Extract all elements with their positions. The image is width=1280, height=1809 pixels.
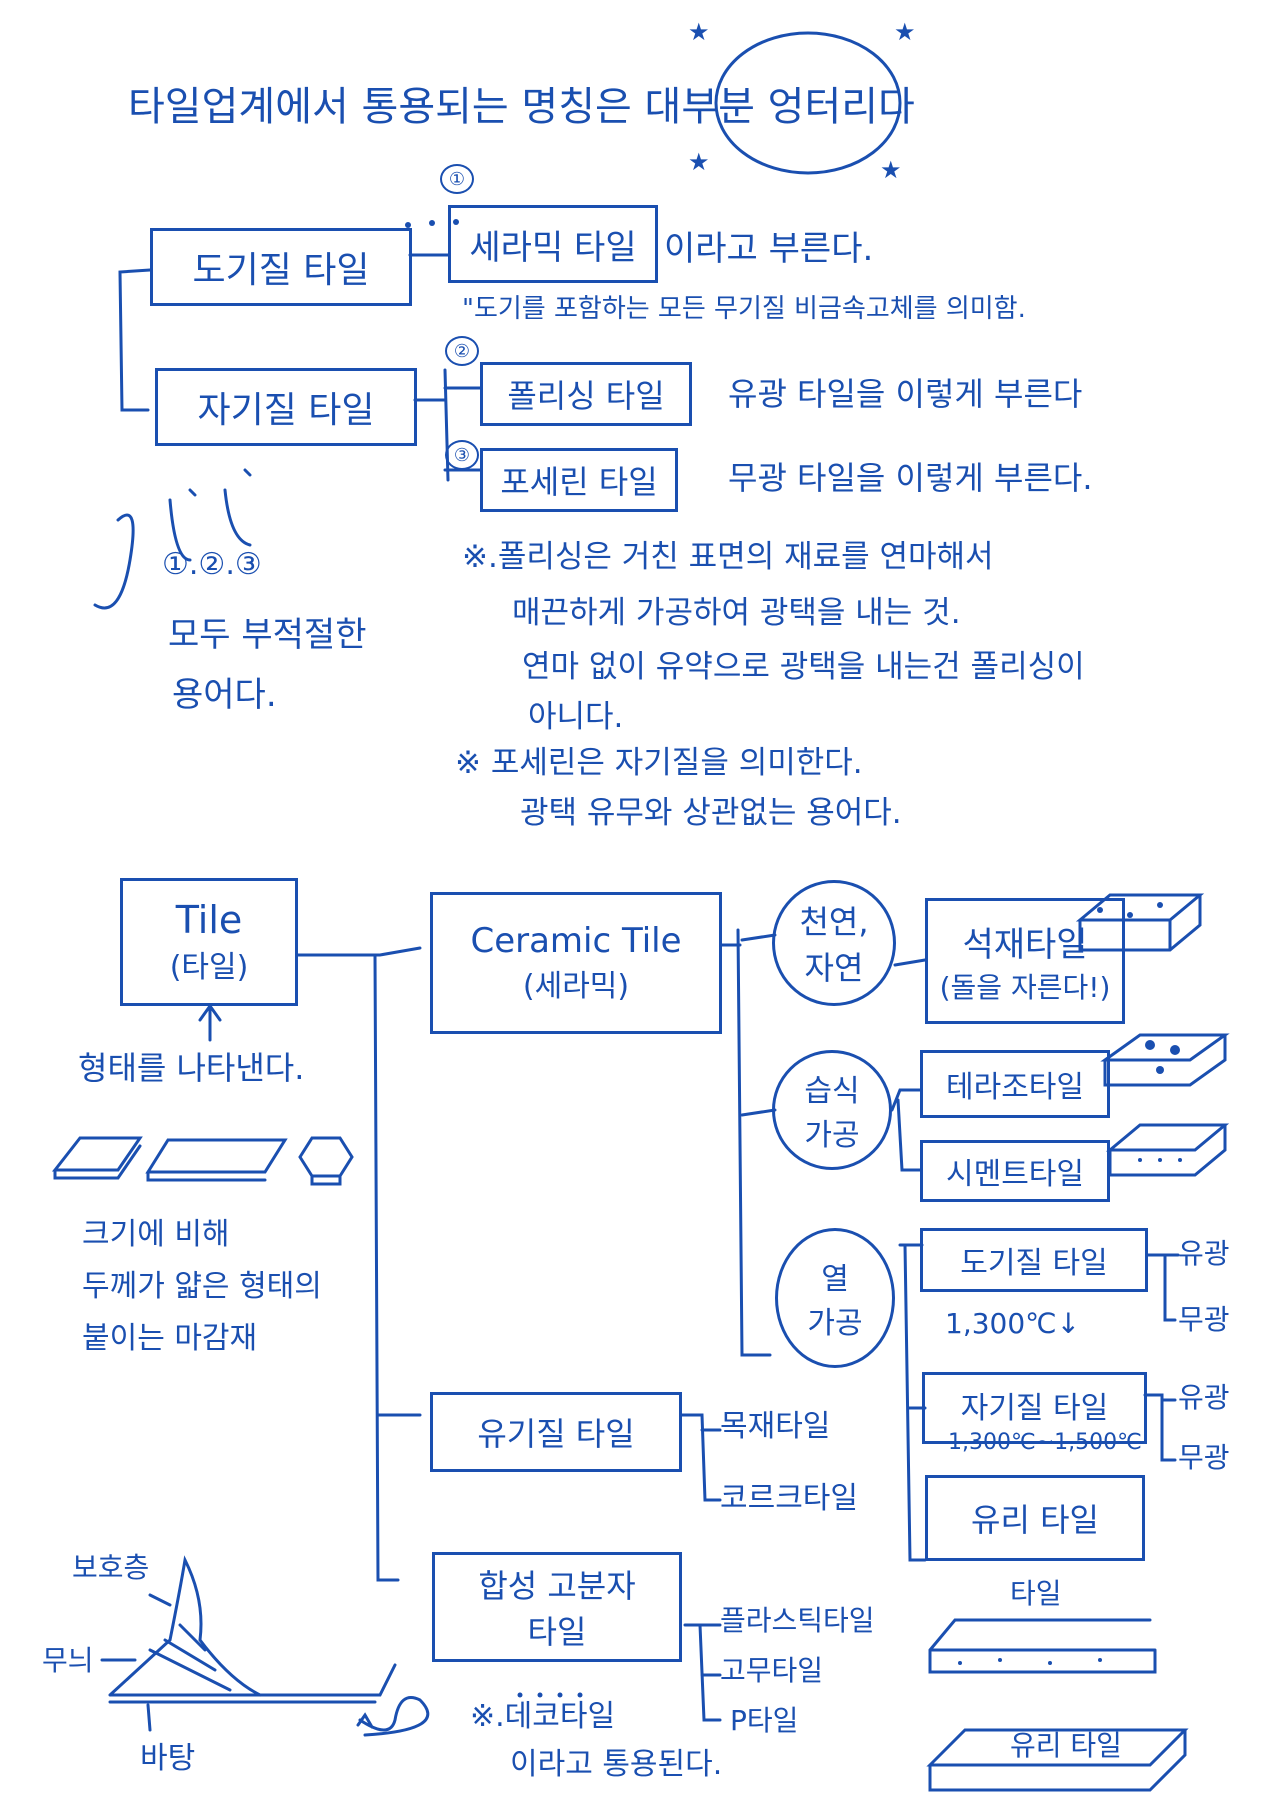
porcelain-explanation: ※ 포세린은 자기질을 의미한다.: [455, 745, 863, 781]
terrazzo-sketch: [1100, 1033, 1230, 1087]
to-wet: [740, 1108, 777, 1117]
glass-tile-box: 유리 타일: [925, 1475, 1145, 1561]
ceramic-suffix: 이라고 부른다.: [664, 229, 874, 269]
doki-tile-box: 도기질 타일: [920, 1228, 1148, 1292]
sample-glass-label: 유리 타일: [1010, 1729, 1122, 1762]
layer-base-label: 바탕: [140, 1741, 196, 1776]
jaki-bracket2: [1143, 1393, 1177, 1462]
layer-pattern-label: 무늬: [42, 1644, 94, 1677]
side-note-line: 용어다.: [172, 675, 277, 715]
square-shape: [51, 1136, 143, 1180]
hex-shape: [298, 1136, 354, 1186]
to-natural: [740, 933, 777, 942]
ceramic-tile-box: 세라믹 타일: [448, 205, 658, 283]
doki-bracket: [1146, 1253, 1180, 1322]
curl-arrow: [356, 1696, 430, 1737]
doki-box: 도기질 타일: [150, 228, 412, 306]
matte-label: 무광: [1178, 1303, 1230, 1336]
jaki-bracket: [413, 368, 482, 482]
star-icon: ★: [688, 148, 710, 176]
natural-to-stone: [893, 958, 927, 967]
ceramic-trunk: [736, 928, 772, 1357]
doki-temperature: 1,300℃↓: [945, 1307, 1081, 1340]
plastic-tile-label: 플라스틱타일: [720, 1604, 875, 1637]
tile-root-box: Tile (타일): [120, 878, 298, 1006]
matte-label: 무광: [1178, 1441, 1230, 1474]
terrazzo-tile-box: 테라조타일: [920, 1050, 1110, 1118]
deco-tile-note: 이라고 통용된다.: [510, 1747, 723, 1782]
polishing-note: 유광 타일을 이렇게 부른다: [728, 375, 1083, 413]
tile-definition: 붙이는 마감재: [82, 1321, 258, 1356]
cork-tile-label: 코르크타일: [720, 1481, 858, 1516]
porcelain-explanation: 광택 유무와 상관없는 용어다.: [520, 795, 902, 831]
jaki-box: 자기질 타일: [155, 368, 417, 446]
tile-to-ceramic: [295, 946, 422, 957]
ceramic-tile-category: Ceramic Tile (세라믹): [430, 892, 722, 1034]
scribble: [93, 468, 252, 610]
sample-glass-sketch: [926, 1728, 1189, 1792]
wood-tile-label: 목재타일: [720, 1409, 831, 1444]
page-title: 타일업계에서 통용되는 명칭은 대부분 엉터리다: [128, 84, 915, 130]
top-bracket: [118, 268, 152, 412]
deco-tile-note: ※.데코타일: [470, 1699, 616, 1734]
gloss-label: 유광: [1178, 1237, 1230, 1270]
cement-sketch: [1105, 1123, 1230, 1177]
organic-bracket: [680, 1413, 722, 1502]
polishing-explanation: 연마 없이 유약으로 광택을 내는건 폴리싱이: [522, 649, 1085, 685]
cement-tile-box: 시멘트타일: [920, 1140, 1110, 1202]
porcelain-note: 무광 타일을 이렇게 부른다.: [728, 459, 1093, 497]
gloss-label: 유광: [1178, 1381, 1230, 1414]
polishing-explanation: ※.폴리싱은 거친 표면의 재료를 연마해서: [462, 539, 994, 575]
form-note: 형태를 나타낸다.: [78, 1049, 305, 1087]
sample-tile-sketch: [928, 1618, 1157, 1674]
main-trunk: [373, 953, 400, 1582]
polishing-tile-box: 폴리싱 타일: [480, 362, 692, 426]
jaki-tile-box: 자기질 타일: [922, 1372, 1147, 1444]
ceramic-note: "도기를 포함하는 모든 무기질 비금속고체를 의미함.: [462, 294, 1026, 324]
layer-arrows: [100, 1593, 172, 1732]
sample-tile-label: 타일: [1010, 1577, 1062, 1610]
wet-bracket: [890, 1088, 922, 1172]
p-tile-label: P타일: [730, 1704, 799, 1737]
rubber-tile-label: 고무타일: [720, 1654, 824, 1687]
tile-arrow: [198, 1003, 222, 1042]
porcelain-tile-box: 포세린 타일: [480, 448, 678, 512]
stone-tile-box: 석재타일 (돌을 자른다!): [925, 898, 1125, 1024]
rect-shape: [145, 1138, 288, 1182]
number-badge: ③: [445, 440, 479, 470]
star-icon: ★: [688, 18, 710, 46]
number-badge: ①: [440, 164, 474, 194]
stone-sketch: [1075, 893, 1205, 952]
polishing-explanation: 매끈하게 가공하여 광택을 내는 것.: [512, 595, 961, 631]
natural-circle: 천연,자연: [772, 880, 896, 1006]
star-icon: ★: [894, 18, 916, 46]
layer-protect-label: 보호층: [72, 1551, 150, 1584]
star-icon: ★: [880, 156, 902, 184]
side-numbers: ①.②.③: [162, 547, 262, 582]
tile-definition: 크기에 비해: [82, 1217, 230, 1252]
side-note-line: 모두 부적절한: [168, 615, 367, 655]
jaki-temperature: 1,300℃~1,500℃: [948, 1430, 1142, 1455]
polishing-explanation: 아니다.: [528, 699, 624, 735]
layer-sketch: [108, 1555, 397, 1704]
emphasis-circle: [714, 31, 902, 175]
tile-definition: 두께가 얇은 형태의: [82, 1269, 322, 1304]
number-badge: ②: [445, 336, 479, 366]
organic-tile-box: 유기질 타일: [430, 1392, 682, 1472]
polymer-bracket: [683, 1623, 722, 1722]
